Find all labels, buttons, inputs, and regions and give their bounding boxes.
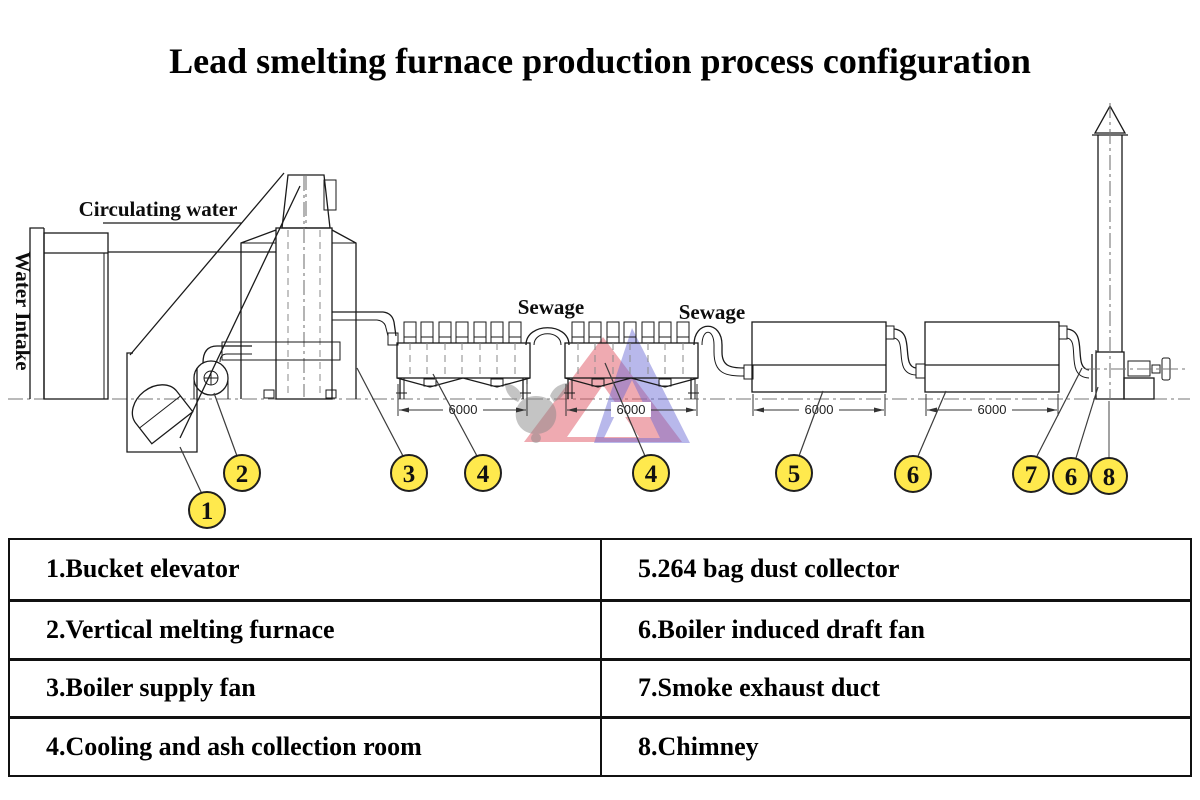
- watermark-emblem-icon: [505, 383, 567, 443]
- legend-table: 1.Bucket elevator 5.264 bag dust collect…: [8, 538, 1192, 777]
- dimension-lines: 6000 6000 6000 6000: [397, 384, 1059, 417]
- svg-text:4: 4: [645, 461, 658, 488]
- callout-3: 3: [390, 454, 428, 492]
- callout-5: 5: [775, 454, 813, 492]
- dimension-label: 6000: [978, 402, 1007, 417]
- legend-item-3: 3.Boiler supply fan: [10, 657, 600, 717]
- legend-item-7: 7.Smoke exhaust duct: [600, 657, 1190, 717]
- circulating-water-duct: [103, 222, 276, 253]
- callout-6b: 6: [1052, 457, 1090, 495]
- svg-text:8: 8: [1103, 464, 1116, 491]
- chimney: [1085, 103, 1188, 400]
- dimension-label: 6000: [449, 402, 478, 417]
- svg-text:1: 1: [201, 498, 214, 525]
- callout-8: 8: [1090, 457, 1128, 495]
- dimension-2: 6000: [565, 384, 698, 417]
- process-diagram-area: Water Intake Circulating water: [8, 103, 1190, 529]
- circulating-water-label: Circulating water: [79, 197, 238, 221]
- callouts: 1 2 3 4 4 5 6: [188, 454, 1128, 529]
- svg-text:2: 2: [236, 461, 249, 488]
- svg-text:3: 3: [403, 461, 416, 488]
- smoke-exhaust-duct: [1066, 328, 1097, 396]
- sewage-pipes: [525, 325, 745, 377]
- dimension-label: 6000: [805, 402, 834, 417]
- legend-item-6: 6.Boiler induced draft fan: [600, 598, 1190, 658]
- legend-item-2: 2.Vertical melting furnace: [10, 598, 600, 658]
- svg-text:4: 4: [477, 461, 490, 488]
- dimension-3: 6000: [752, 394, 886, 417]
- process-diagram: Water Intake Circulating water: [8, 103, 1190, 529]
- page-title: Lead smelting furnace production process…: [169, 41, 1031, 81]
- vertical-melting-furnace: [221, 176, 357, 400]
- furnace-outlet-duct: [332, 311, 399, 346]
- svg-text:6: 6: [1065, 464, 1078, 491]
- bag-dust-collector: [743, 321, 895, 393]
- water-intake-label: Water Intake: [11, 251, 35, 370]
- svg-text:5: 5: [788, 461, 801, 488]
- callout-2: 2: [223, 454, 261, 492]
- legend-item-5: 5.264 bag dust collector: [600, 540, 1190, 599]
- legend-item-4: 4.Cooling and ash collection room: [10, 716, 600, 775]
- dimension-label: 6000: [617, 402, 646, 417]
- callout-4b: 4: [632, 454, 670, 492]
- legend-item-8: 8.Chimney: [600, 716, 1190, 775]
- callout-4a: 4: [464, 454, 502, 492]
- callout-1: 1: [188, 491, 226, 529]
- callout-6a: 6: [894, 455, 932, 493]
- boiler-induced-draft-fan: [893, 321, 1068, 393]
- dimension-1: 6000: [397, 384, 528, 417]
- sewage-label-right: Sewage: [679, 300, 746, 324]
- callout-7: 7: [1012, 455, 1050, 493]
- legend-item-1: 1.Bucket elevator: [46, 554, 240, 584]
- callout-leaders: [179, 362, 1110, 495]
- watermark-blue-triangle: [594, 328, 690, 443]
- svg-text:6: 6: [907, 462, 920, 489]
- svg-text:7: 7: [1025, 462, 1038, 489]
- sewage-label-left: Sewage: [518, 295, 585, 319]
- water-intake-tank: [29, 227, 109, 400]
- boiler-supply-fan: [193, 345, 252, 399]
- dimension-4: 6000: [925, 394, 1059, 417]
